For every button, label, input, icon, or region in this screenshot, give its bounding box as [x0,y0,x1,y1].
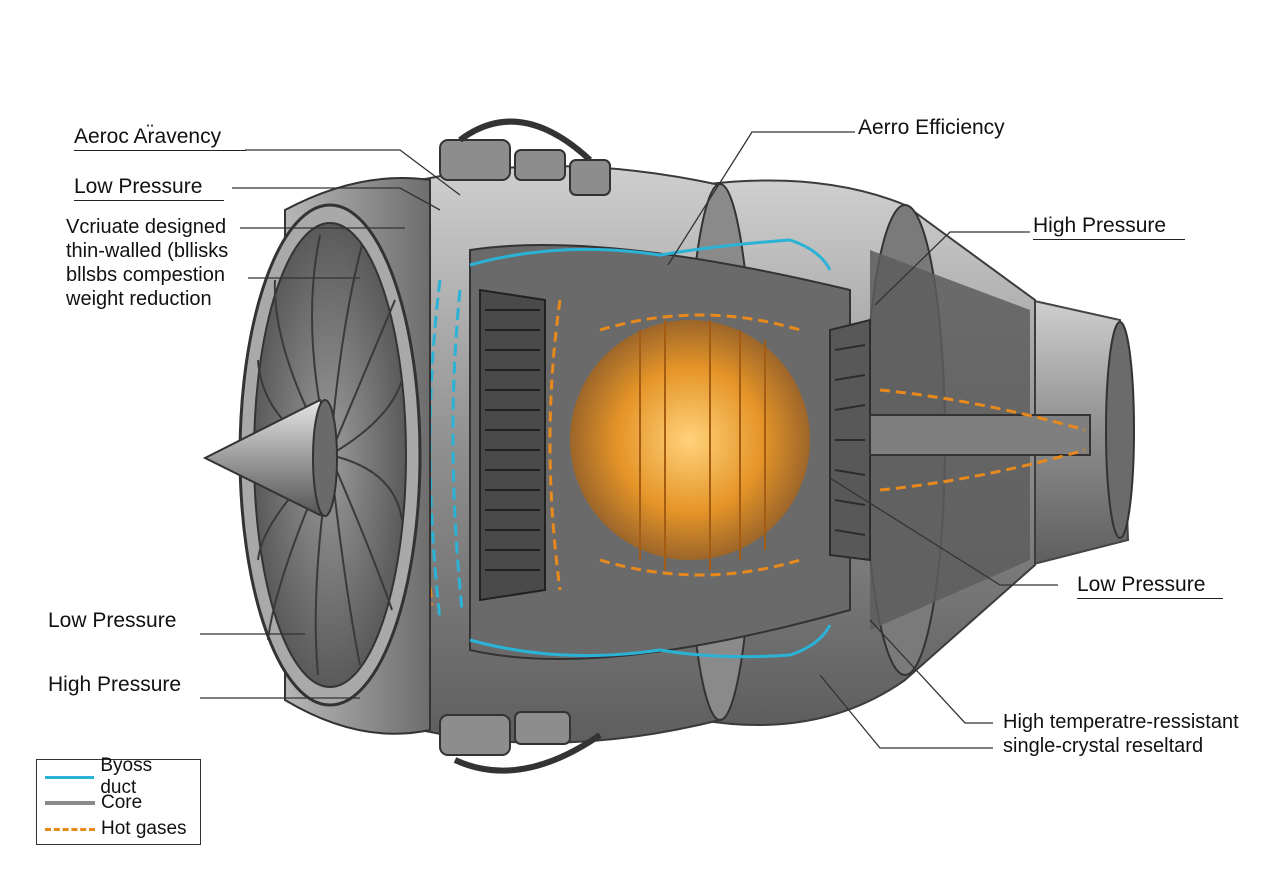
spinner-cone [202,398,338,517]
label-high-pressure-bottom-left: High Pressure [48,673,182,696]
turbine-note-line-2: single-crystal reseltard [1003,735,1204,757]
turbine-stages-hot [639,320,766,570]
cutaway-interior [469,244,1091,660]
turbine-blades [829,318,871,562]
leader-lines [200,131,1058,749]
accessory-gearbox-top [439,118,611,196]
core-swatch [45,801,95,805]
bypass-swatch [45,775,95,779]
compressor-blades [479,288,546,602]
legend-hot-label: Hot gases [101,818,187,839]
label-aeroc-aravency: Aeroc Ar̈avency [74,125,246,151]
turbine-material-note: High temperatre-ressistant single-crysta… [1003,710,1239,758]
fan-note-line-3: bllsbs compestion [66,264,225,286]
turbine-note-line-1: High temperatre-ressistant [1003,711,1239,733]
label-low-pressure-right: Low Pressure [1077,573,1223,599]
fan-blisk-note: Vcriuate designed thin-walled (bllisks b… [66,215,228,311]
label-low-pressure-bottom-left: Low Pressure [48,609,177,632]
combustion-section [570,320,810,560]
accessory-gearbox-bottom [439,711,602,774]
hot-gas-swatch [45,827,95,831]
fan-note-line-2: thin-walled (bllisks [66,240,229,262]
label-high-pressure-top-right: High Pressure [1033,214,1185,240]
label-aerro-efficiency: Aerro Efficiency [858,116,1005,139]
legend-hot-row: Hot gases [45,816,192,842]
legend-bypass-row: Byoss duct [45,755,192,798]
legend-core-label: Core [101,792,143,813]
legend-bypass-label: Byoss duct [100,755,153,798]
fan-note-line-4: weight reduction [66,288,212,310]
legend-core-row: Core [45,790,192,816]
fan-note-line-1: Vcriuate designed [66,216,227,238]
legend: Byoss duct Core Hot gases [36,755,201,845]
label-low-pressure-top-left: Low Pressure [74,175,224,201]
